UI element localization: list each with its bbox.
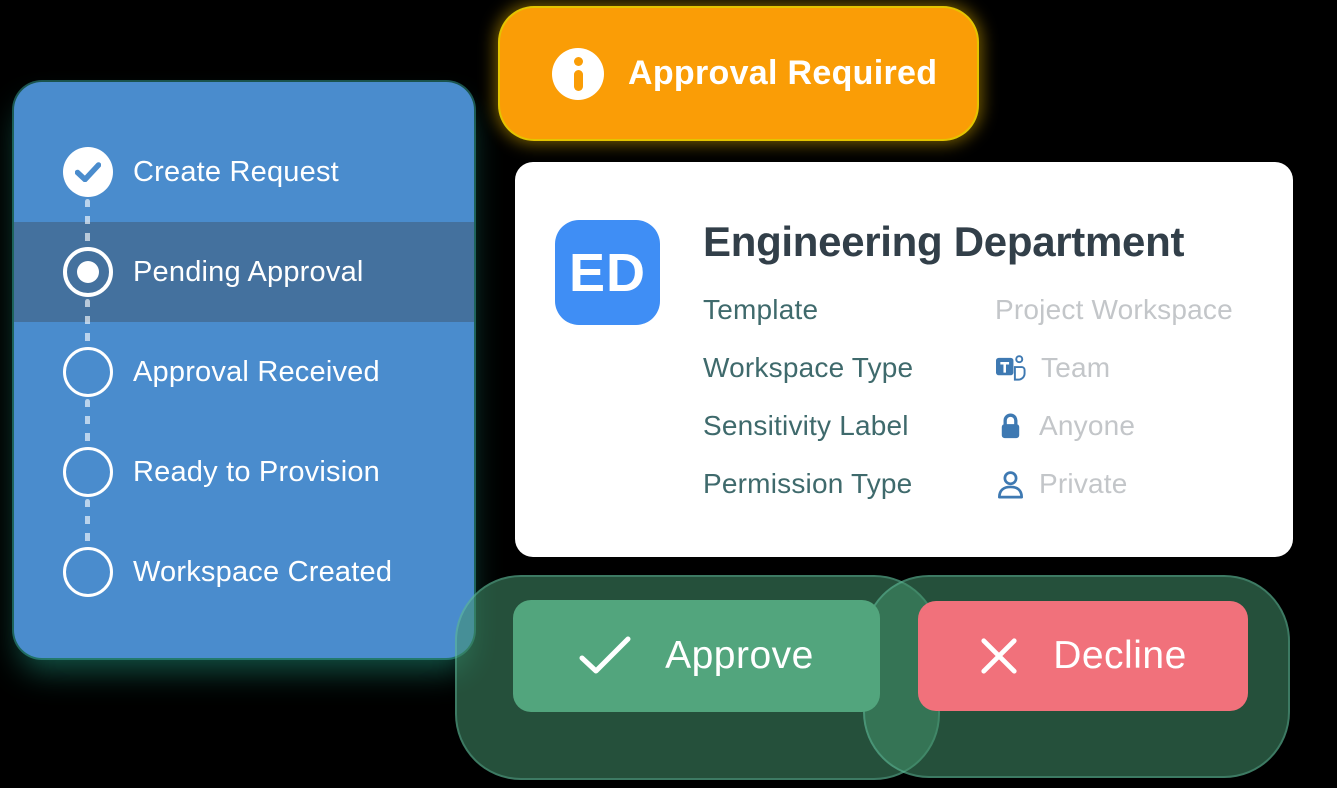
step-circle-todo [63,347,113,397]
decline-button[interactable]: Decline [918,601,1248,711]
row-value-text: Team [1041,352,1111,383]
row-value-text: Anyone [1039,410,1136,441]
decline-label: Decline [1053,634,1187,677]
approval-required-badge: Approval Required [500,8,977,139]
step-circle-todo [63,447,113,497]
step-label: Approval Received [133,355,380,388]
detail-row-sensitivity-label: Sensitivity Label Anyone [703,397,1233,455]
row-value: Team [995,352,1110,384]
approve-label: Approve [665,634,814,677]
step-circle-done [63,147,113,197]
step-label: Create Request [133,155,339,188]
step-label: Pending Approval [133,255,364,288]
row-label: Sensitivity Label [703,410,909,441]
row-label: Template [703,294,819,325]
teams-icon [995,353,1028,384]
row-label: Permission Type [703,468,913,499]
page-title: Engineering Department [703,218,1185,265]
person-icon [995,469,1026,500]
request-card: ED Engineering Department Template Proje… [515,162,1293,557]
row-value: Anyone [995,410,1135,442]
detail-row-template: Template Project Workspace [703,281,1233,339]
row-value: Project Workspace [995,294,1233,326]
step-label: Workspace Created [133,555,393,588]
lock-icon [995,411,1026,442]
approve-button[interactable]: Approve [513,600,880,712]
avatar: ED [555,220,660,325]
dashed-connector [85,299,90,345]
x-icon [981,638,1017,674]
detail-row-permission-type: Permission Type Private [703,455,1233,513]
step-circle-todo [63,547,113,597]
row-value: Private [995,468,1128,500]
request-details: Template Project Workspace Workspace Typ… [703,281,1233,513]
step-create-request: Create Request [14,122,474,222]
info-icon [552,47,604,100]
dashed-connector [85,499,90,545]
row-label: Workspace Type [703,352,914,383]
detail-row-workspace-type: Workspace Type Team [703,339,1233,397]
dashed-connector [85,399,90,445]
step-approval-received: Approval Received [14,322,474,422]
badge-label: Approval Required [628,54,938,92]
check-icon [75,162,101,182]
step-ready-to-provision: Ready to Provision [14,422,474,522]
step-pending-approval: Pending Approval [14,222,474,322]
workflow-stepper-panel: Create Request Pending Approval Approval… [14,82,474,658]
row-value-text: Project Workspace [995,294,1233,325]
step-label: Ready to Provision [133,455,380,488]
dashed-connector [85,199,90,245]
step-workspace-created: Workspace Created [14,522,474,622]
row-value-text: Private [1039,468,1128,499]
radio-dot-icon [77,261,99,283]
check-icon [579,636,631,674]
step-circle-active [63,247,113,297]
